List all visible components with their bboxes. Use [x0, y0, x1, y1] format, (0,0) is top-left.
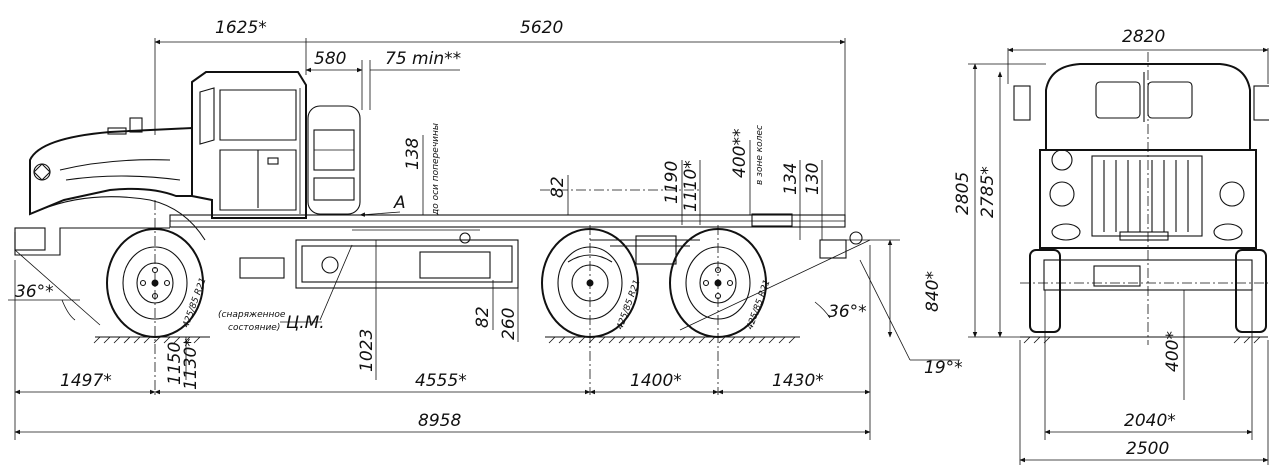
tire-label-rear-1: 425/85 R21 — [615, 279, 642, 332]
dim-1430: 1430* — [772, 371, 824, 391]
cab — [191, 71, 307, 219]
dim-2820: 2820 — [1122, 27, 1165, 47]
dim-1497: 1497* — [60, 371, 112, 391]
dim-82-low: 82 — [473, 306, 493, 328]
dim-138: 138 — [403, 137, 423, 170]
dim-1190: 1190 — [662, 161, 682, 204]
note-v-zone: в зоне колес — [755, 125, 765, 185]
hood — [29, 117, 206, 241]
label-cm: Ц.М. — [286, 313, 325, 333]
note-snar-1: (снаряженное — [218, 310, 286, 320]
dim-134: 134 — [781, 163, 801, 195]
center-lines — [154, 189, 719, 395]
dim-130: 130 — [803, 163, 823, 195]
spare-tank — [307, 105, 361, 215]
dim-1625: 1625* — [215, 18, 267, 38]
note-snar-2: состояние) — [228, 323, 280, 333]
angle-36-rear: 36°* — [828, 302, 867, 322]
dim-580: 580 — [314, 49, 346, 69]
dim-400-front: 400* — [1163, 331, 1183, 372]
dim-2805: 2805 — [953, 172, 973, 215]
dim-5620: 5620 — [520, 18, 563, 38]
label-a: A — [393, 193, 406, 213]
dim-1130: 1130* — [181, 338, 201, 390]
dim-4555: 4555* — [415, 371, 467, 391]
angle-19: 19°* — [924, 358, 963, 378]
dim-260: 260 — [499, 308, 519, 340]
dim-2785: 2785* — [978, 166, 998, 218]
angle-lines — [8, 239, 960, 361]
tire-label-front: 425/85 R21 — [181, 277, 208, 330]
rear-suspension — [590, 213, 863, 265]
dim-2500: 2500 — [1126, 439, 1169, 459]
dim-8958: 8958 — [418, 411, 461, 431]
dim-400-top: 400** — [730, 129, 750, 178]
dim-75min: 75 min** — [385, 49, 461, 69]
note-do-osi: до оси поперечины — [431, 123, 441, 216]
chassis-frame — [14, 214, 846, 256]
bottom-dimensions — [14, 245, 871, 440]
dim-82-top: 82 — [548, 176, 568, 198]
dim-1023: 1023 — [357, 329, 377, 372]
dim-1150: 1150 — [165, 342, 185, 385]
dim-840: 840* — [923, 271, 943, 312]
dim-1110: 1110* — [681, 160, 701, 212]
angle-36-front: 36°* — [15, 282, 54, 302]
fuel-tank — [239, 229, 519, 289]
side-view: 425/85 R21 425/85 R21 425/85 R21 1625* 5… — [8, 18, 963, 440]
dim-2040: 2040* — [1124, 411, 1176, 431]
top-dimensions — [154, 38, 846, 218]
front-view: 2820 2805 2785* 400* 2040* 2500 — [953, 27, 1269, 465]
dim-1400: 1400* — [630, 371, 682, 391]
